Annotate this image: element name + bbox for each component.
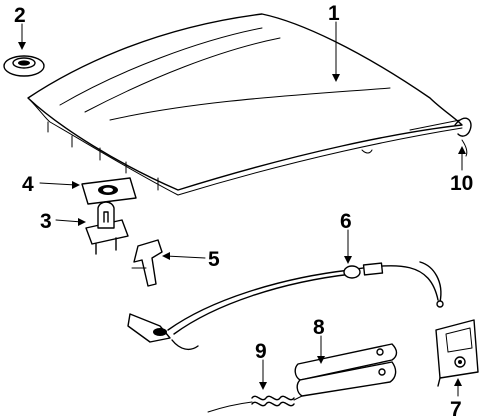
hinge-hook-part — [454, 117, 472, 157]
hood-latch-part — [435, 319, 479, 387]
callout-7: 7 — [450, 398, 462, 420]
callout-10: 10 — [450, 172, 473, 195]
release-cable-part — [127, 261, 444, 351]
callout-3: 3 — [40, 210, 52, 233]
spring-part — [207, 395, 303, 413]
callout-4: 4 — [22, 173, 34, 196]
callout-1: 1 — [328, 2, 340, 25]
callout-2: 2 — [14, 4, 26, 27]
callout-labels: 1 2 3 4 5 6 7 8 9 10 — [14, 2, 473, 420]
callout-6: 6 — [340, 210, 352, 233]
callout-8: 8 — [313, 316, 325, 339]
hood-studs — [47, 121, 159, 191]
callout-9: 9 — [255, 340, 267, 363]
striker-plate-part — [81, 177, 137, 205]
hood-part — [27, 13, 463, 196]
latch-striker-part — [85, 201, 129, 255]
grommet-part — [3, 55, 45, 77]
support-rod-part — [294, 343, 398, 397]
safety-catch-part — [131, 239, 163, 287]
callout-5: 5 — [208, 248, 220, 271]
leader-lines — [18, 21, 466, 397]
